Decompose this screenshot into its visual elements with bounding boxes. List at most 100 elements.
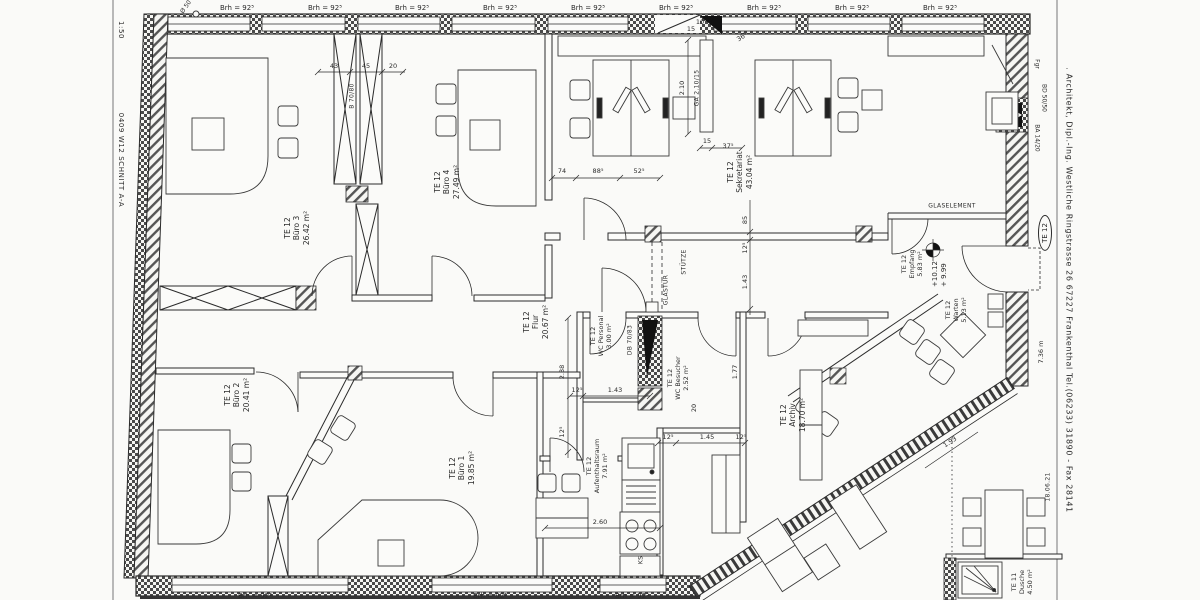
desk-group-b: [754, 59, 883, 157]
bottom-scan-edge: [140, 596, 700, 599]
right-wall-upper: [1005, 33, 1029, 247]
sill-label: Brh = 92⁵: [482, 4, 518, 12]
cabinet: [985, 44, 1019, 131]
exterior-walls: [123, 13, 1031, 600]
shaft-wall-lower: [267, 495, 289, 577]
dim-736: 7.36 m: [1037, 340, 1045, 364]
sill-label: Brh = 92⁵: [834, 4, 870, 12]
glastuer-dashes: [651, 242, 663, 310]
dim-45: 45: [361, 62, 371, 70]
entrance-wedge: [700, 16, 722, 34]
door-arc-sekretariat: [583, 197, 627, 241]
beam-label: B 70/80: [348, 83, 356, 109]
glastuer-label: GLASTÜR: [662, 274, 670, 306]
chair: [231, 443, 252, 464]
architect-title-block: . Architekt, Dipl.-Ing. Westliche Ringst…: [1064, 67, 1074, 513]
door-arc-wc-besucher: [697, 317, 737, 357]
kitchen: [535, 437, 661, 577]
shaft-wall-left: [159, 285, 317, 311]
sill-label: Brh = 92⁵: [570, 4, 606, 12]
chair: [837, 77, 859, 99]
door-arc-glastuer: [601, 267, 647, 313]
chair: [231, 471, 252, 492]
sill-label: Brh = 92⁵: [307, 4, 343, 12]
desk-buero2: [157, 429, 252, 545]
dim-10: 10: [695, 18, 705, 26]
te11-sofas: [746, 484, 888, 593]
sideboard: [557, 35, 707, 57]
dim-143a: 1.43: [741, 274, 749, 290]
note-label: 18.06.21: [1044, 472, 1052, 502]
dim-375: 37⁵: [722, 142, 734, 150]
sill-label: Brh = 92⁵: [237, 592, 273, 600]
dim-15: 15: [686, 25, 696, 33]
door-arc-wc-personal: [589, 317, 627, 355]
stuetze-column: [645, 301, 659, 313]
door-arc-buero3: [311, 255, 353, 297]
shower: [957, 561, 1003, 599]
diagonal-buero12-wall: [285, 375, 355, 501]
dim-20b: 20: [690, 403, 698, 413]
right-wall-lower: [1005, 291, 1029, 387]
chair: [837, 111, 859, 133]
chair: [277, 137, 299, 159]
scale-label: 1:50: [117, 20, 125, 40]
glaselement-wall: [887, 212, 1006, 240]
dim-260: 2.60: [592, 518, 608, 526]
chair: [277, 105, 299, 127]
door-arc-kitchen: [549, 437, 585, 473]
wall-note-ba: BA 14/20: [1033, 124, 1041, 152]
door-arc-buero1: [452, 377, 494, 417]
paper-edges: [112, 0, 1058, 600]
sill-label: Brh = 92⁵: [922, 4, 958, 12]
level-marker-label: +10.12+ 9.99: [930, 261, 948, 287]
door-arc-main-entry: [961, 245, 1009, 293]
entrance-door-leaf: [657, 14, 701, 34]
shaft-label: DB 70/83: [626, 324, 634, 356]
dim-85: 85: [741, 215, 749, 225]
dimension-lines: [314, 36, 979, 532]
shaft-wall-buero34: [333, 33, 383, 296]
sill-label: Brh = 92⁵: [658, 4, 694, 12]
chair: [537, 473, 557, 493]
fridge-label: KS: [637, 555, 645, 565]
sideboard: [887, 35, 985, 57]
dim-238: 2.38: [558, 364, 566, 380]
dim-143b: 1.43: [607, 386, 623, 394]
desk-group-a: [569, 59, 696, 157]
dim-177: 1.77: [731, 364, 739, 380]
chair: [561, 473, 581, 493]
bottom-windows: [171, 577, 667, 593]
chair: [569, 117, 591, 139]
doors: [255, 197, 1041, 600]
dim-43: 43: [329, 62, 339, 70]
stuetze-label: STÜTZE: [680, 249, 688, 275]
dim-145: 1.45: [699, 433, 715, 441]
sill-label: Brh = 92⁵: [472, 592, 508, 600]
fridge: [619, 555, 661, 577]
dim-74: 74: [557, 167, 567, 175]
furniture: [157, 10, 1046, 599]
wc-shaft: [637, 315, 663, 411]
dim-125e: 12⁵: [735, 433, 747, 441]
desk-buero1: [307, 415, 479, 577]
wall-note-fgr: Fgr: [1033, 59, 1041, 69]
interior-walls: [155, 33, 1063, 600]
dim-20: 20: [388, 62, 398, 70]
doc-label: 0409 W12 SCHNITT A-A: [117, 112, 125, 208]
downpipe: [699, 39, 714, 133]
wc-west-wall: [576, 311, 584, 461]
sill-label: Brh = 92⁵: [614, 592, 650, 600]
dim-210: 2.10: [678, 80, 686, 96]
pipe-label: GA 2.10/15: [693, 69, 701, 107]
